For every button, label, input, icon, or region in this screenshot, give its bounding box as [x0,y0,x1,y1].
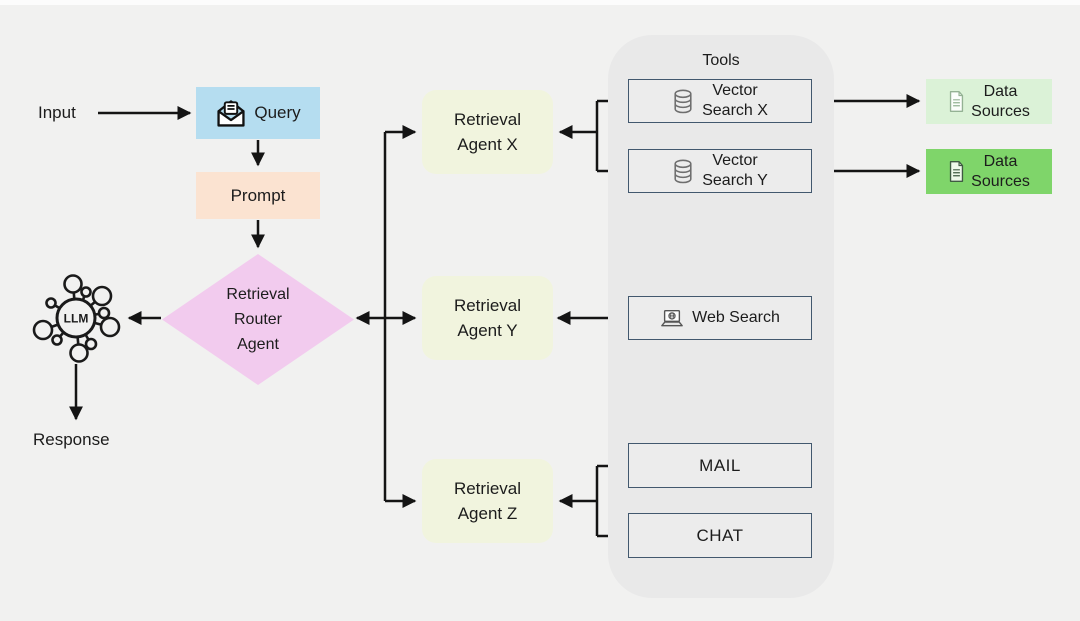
llm-node: LLM [30,272,122,364]
llm-label: LLM [64,312,89,326]
router-label-line2: Router [233,311,283,328]
web-search-node: Web Search [628,296,812,340]
document-icon [950,161,964,182]
vector-search-y-node: Vector Search Y [628,149,812,193]
vsx-line2: Search X [702,102,768,119]
mail-node: MAIL [628,443,812,488]
agent-x-line2: Agent X [457,135,518,154]
ds-bottom-line2: Sources [971,172,1030,190]
ds-bottom-line1: Data [983,152,1018,170]
vsy-line2: Search Y [702,172,768,189]
top-edge-strip [0,0,1080,5]
chat-node: CHAT [628,513,812,558]
web-search-label: Web Search [692,309,780,326]
database-icon [674,89,692,113]
query-node: Query [196,87,320,139]
laptop-globe-icon [661,309,683,326]
database-icon [674,159,692,183]
prompt-node: Prompt [196,172,320,219]
retrieval-agent-y-node: Retrieval Agent Y [422,276,553,360]
response-label: Response [33,430,110,449]
ds-top-line2: Sources [971,102,1030,120]
retrieval-agent-x-node: Retrieval Agent X [422,90,553,174]
agent-y-line1: Retrieval [453,296,522,315]
data-sources-bottom-node: Data Sources [926,149,1052,194]
tools-panel-title: Tools [702,52,740,69]
chat-label: CHAT [696,525,744,545]
router-label-line1: Retrieval [226,286,290,303]
mail-label: MAIL [699,455,741,475]
query-label: Query [254,103,301,122]
ds-top-line1: Data [983,82,1018,100]
agent-x-line1: Retrieval [453,110,522,129]
retrieval-router-agent-node: Retrieval Router Agent [162,254,354,385]
data-sources-top-node: Data Sources [926,79,1052,124]
agent-z-line2: Agent Z [457,504,518,523]
llm-network-icon: LLM [32,274,121,363]
document-icon [950,91,964,112]
agent-z-line1: Retrieval [453,479,522,498]
vsx-line1: Vector [712,82,758,99]
agent-y-line2: Agent Y [457,321,518,340]
open-envelope-icon [217,100,245,127]
input-label: Input [38,103,76,122]
retrieval-agent-z-node: Retrieval Agent Z [422,459,553,543]
vsy-line1: Vector [712,152,758,169]
prompt-label: Prompt [230,185,286,205]
router-label-line3: Agent [237,336,279,353]
vector-search-x-node: Vector Search X [628,79,812,123]
